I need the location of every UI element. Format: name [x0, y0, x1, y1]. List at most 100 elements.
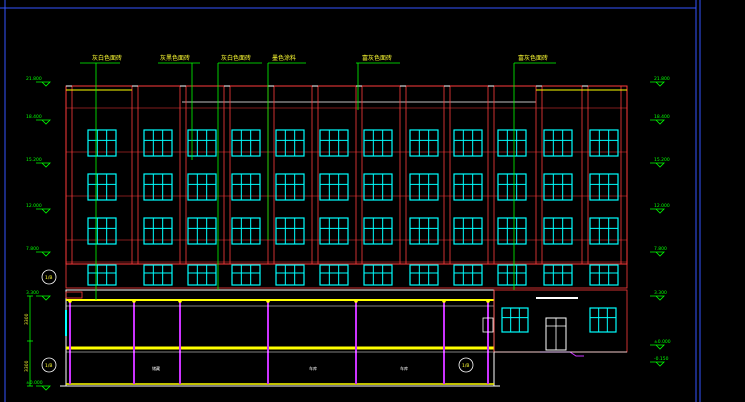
window — [589, 217, 619, 245]
window — [497, 129, 527, 157]
window — [231, 129, 261, 157]
level-right-2: 18.400 — [654, 114, 670, 120]
transition-floor — [65, 263, 628, 289]
window — [231, 264, 261, 286]
level-right-4: 12.000 — [654, 203, 670, 209]
axis-markers: 1/B 1/B 1/B — [41, 269, 474, 373]
window — [87, 129, 117, 157]
window — [231, 217, 261, 245]
room-label-1: 储藏 — [152, 365, 160, 371]
column-head — [132, 299, 136, 303]
window — [187, 129, 217, 157]
window — [187, 173, 217, 201]
room-label-3: 车库 — [400, 365, 408, 371]
window — [275, 173, 305, 201]
window — [497, 173, 527, 201]
axis-marker-3: 1/B — [462, 363, 469, 369]
entrance-door — [545, 317, 567, 351]
window — [87, 173, 117, 201]
window — [319, 173, 349, 201]
level-left-2: 18.400 — [26, 114, 42, 120]
level-right-3: 15.200 — [654, 157, 670, 163]
window — [363, 129, 393, 157]
left-dimensions: 3300 3300 — [24, 295, 33, 387]
window — [501, 307, 529, 333]
window — [453, 173, 483, 201]
window — [497, 217, 527, 245]
window — [543, 173, 573, 201]
level-left-3: 15.200 — [26, 157, 42, 163]
level-right-6: 3.300 — [654, 290, 667, 296]
upper-floors — [65, 85, 628, 289]
dim-left-2: 3300 — [24, 360, 30, 372]
window — [409, 173, 439, 201]
level-right-1: 21.800 — [654, 76, 670, 82]
callout-5: 富灰色面砖 — [362, 54, 392, 62]
window — [589, 264, 619, 286]
material-callouts: 灰白色面砖 灰黑色面砖 灰白色面砖 墨色涂料 富灰色面砖 富灰色面砖 — [92, 54, 548, 62]
window — [363, 264, 393, 286]
column-head — [486, 299, 490, 303]
window — [87, 264, 117, 286]
dim-left-1: 3300 — [24, 313, 30, 325]
window — [231, 173, 261, 201]
callout-3: 灰白色面砖 — [221, 54, 251, 62]
room-labels: 储藏 车库 车库 — [152, 365, 408, 371]
window — [589, 173, 619, 201]
window — [453, 129, 483, 157]
window — [363, 173, 393, 201]
window — [589, 307, 617, 333]
level-left-5: 7.800 — [26, 246, 39, 252]
window — [543, 129, 573, 157]
level-right-7: ±0.000 — [654, 339, 671, 345]
edge-detail — [65, 291, 83, 299]
callout-4: 墨色涂料 — [272, 54, 296, 62]
window — [275, 217, 305, 245]
level-left-4: 12.000 — [26, 203, 42, 209]
window — [543, 264, 573, 286]
left-level-symbols — [36, 81, 51, 391]
window — [187, 264, 217, 286]
window — [409, 264, 439, 286]
window — [453, 217, 483, 245]
window — [275, 264, 305, 286]
window — [453, 264, 483, 286]
podium-section — [60, 289, 628, 387]
window — [275, 129, 305, 157]
marker-box — [482, 317, 494, 333]
drawing-frame — [0, 0, 701, 402]
leader-lines — [80, 62, 556, 300]
level-left-1: 21.800 — [26, 76, 42, 82]
window — [589, 129, 619, 157]
room-label-2: 车库 — [309, 365, 317, 371]
column-head — [442, 299, 446, 303]
window — [143, 217, 173, 245]
level-left-7: ±0.000 — [26, 380, 43, 386]
column-head — [266, 299, 270, 303]
level-left-6: 3.300 — [26, 290, 39, 296]
window — [497, 264, 527, 286]
axis-marker-1: 1/B — [45, 275, 52, 281]
window — [143, 129, 173, 157]
axis-marker-2: 1/B — [45, 363, 52, 369]
window — [409, 217, 439, 245]
window — [87, 217, 117, 245]
window — [363, 217, 393, 245]
callout-6: 富灰色面砖 — [518, 54, 548, 62]
level-right-8: -0.150 — [654, 356, 669, 362]
left-level-marks: 21.800 18.400 15.200 12.000 7.800 3.300 … — [26, 76, 43, 386]
callout-1: 灰白色面砖 — [92, 54, 122, 62]
window — [543, 217, 573, 245]
right-level-marks: 21.800 18.400 15.200 12.000 7.800 3.300 … — [654, 76, 671, 362]
column-head — [178, 299, 182, 303]
level-right-5: 7.800 — [654, 246, 667, 252]
window — [143, 173, 173, 201]
column-head — [68, 299, 72, 303]
callout-2: 灰黑色面砖 — [160, 54, 190, 62]
window — [143, 264, 173, 286]
right-level-symbols — [650, 81, 665, 367]
window — [319, 217, 349, 245]
window — [187, 217, 217, 245]
window — [409, 129, 439, 157]
